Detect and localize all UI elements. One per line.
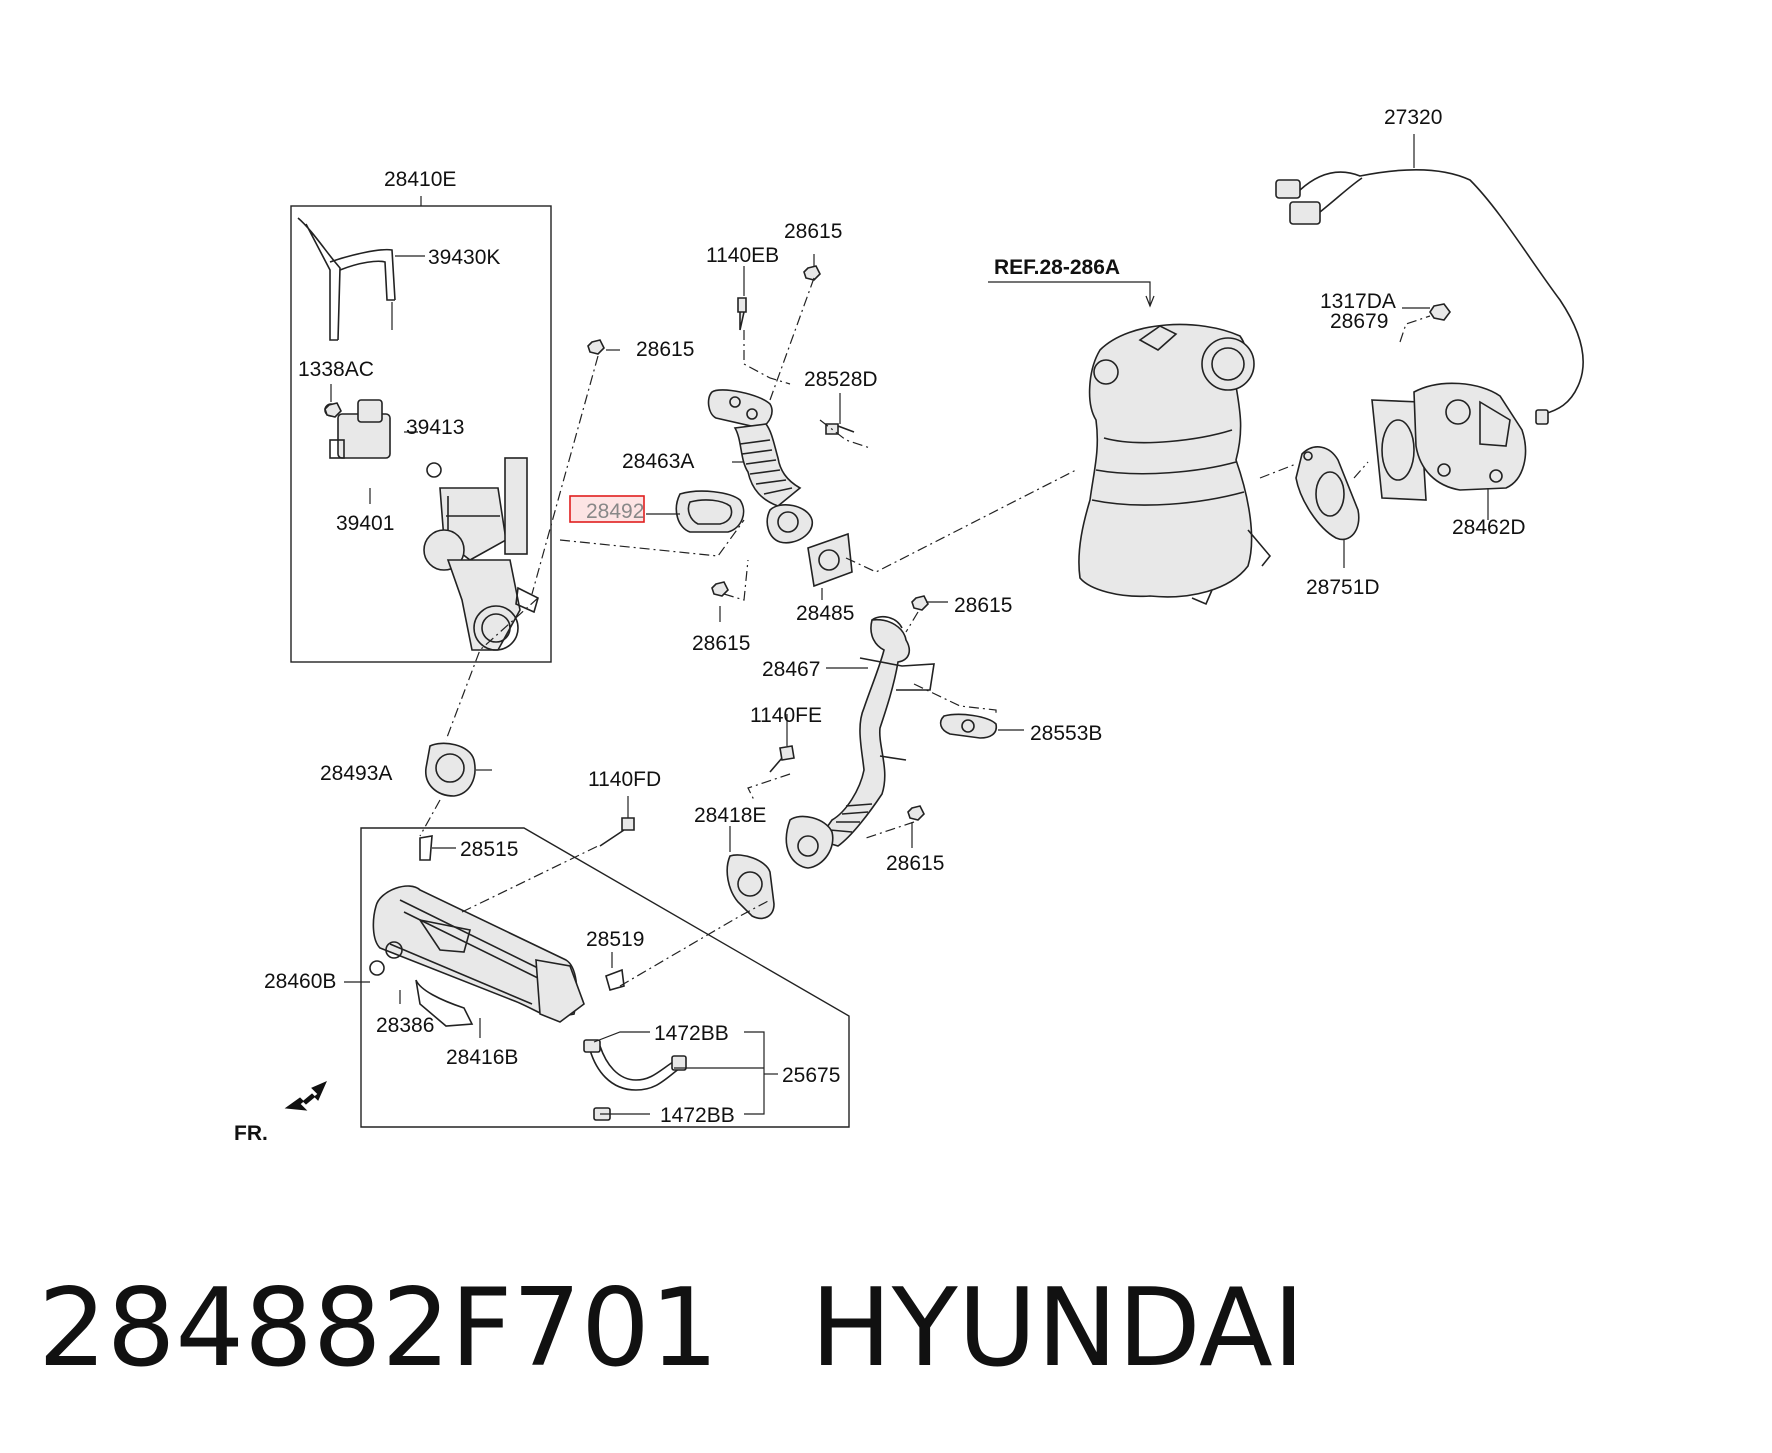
nut-1338ac bbox=[324, 402, 342, 418]
egr-cooler-28460b bbox=[369, 885, 585, 1027]
callout-39401: 39401 bbox=[336, 512, 394, 535]
stud-28515 bbox=[419, 835, 433, 861]
brand-name: HYUNDAI bbox=[810, 1266, 1305, 1391]
callout-28751d: 28751D bbox=[1306, 576, 1380, 599]
callout-28515: 28515 bbox=[460, 838, 518, 861]
egr-cooler-group-box bbox=[360, 827, 850, 1128]
nut-28615-c bbox=[711, 581, 729, 597]
nut-28615-d bbox=[911, 595, 929, 611]
callout-28528d: 28528D bbox=[804, 368, 878, 391]
bolt-1140fe bbox=[769, 745, 795, 773]
callout-1338ac: 1338AC bbox=[298, 358, 374, 381]
nut-1317da bbox=[1429, 303, 1451, 321]
callout-1140fe: 1140FE bbox=[750, 704, 822, 727]
callout-28519: 28519 bbox=[586, 928, 644, 951]
callout-28615-b: 28615 bbox=[784, 220, 842, 243]
callout-1140eb: 1140EB bbox=[706, 244, 779, 267]
catalytic-converter-ref bbox=[1078, 323, 1272, 606]
callout-28463a: 28463A bbox=[622, 450, 694, 473]
callout-28493a: 28493A bbox=[320, 762, 392, 785]
bolt-1140eb bbox=[737, 297, 747, 331]
callout-39413: 39413 bbox=[406, 416, 464, 439]
nut-28615-e bbox=[907, 805, 925, 821]
nut-28615-b bbox=[803, 265, 821, 281]
part-number: 284882F701 bbox=[38, 1266, 719, 1391]
callout-28553b: 28553B bbox=[1030, 722, 1102, 745]
stud-28519 bbox=[605, 968, 625, 991]
callout-27320: 27320 bbox=[1384, 106, 1442, 129]
sensor-27320 bbox=[1275, 168, 1584, 425]
callout-28467: 28467 bbox=[762, 658, 820, 681]
callout-1472bb-a: 1472BB bbox=[654, 1022, 729, 1045]
nut-28615-a bbox=[587, 339, 605, 355]
callout-28492-highlighted: 28492 bbox=[586, 500, 644, 523]
callout-28679: 28679 bbox=[1330, 310, 1388, 333]
callout-25675: 25675 bbox=[782, 1064, 840, 1087]
callout-28462d: 28462D bbox=[1452, 516, 1526, 539]
callout-28460b: 28460B bbox=[264, 970, 336, 993]
front-marker-label: FR. bbox=[234, 1122, 268, 1145]
actuator-28462d bbox=[1371, 382, 1527, 501]
hose-25675 bbox=[583, 1039, 687, 1121]
callout-28386: 28386 bbox=[376, 1014, 434, 1037]
callout-28485: 28485 bbox=[796, 602, 854, 625]
gasket-28418e bbox=[726, 854, 775, 920]
gasket-28553b bbox=[939, 713, 998, 739]
callout-28418e: 28418E bbox=[694, 804, 766, 827]
highlight-box-28492 bbox=[569, 495, 645, 523]
front-arrow-icon bbox=[284, 1081, 327, 1111]
callout-28416b: 28416B bbox=[446, 1046, 518, 1069]
gasket-28485 bbox=[807, 532, 853, 588]
callout-28615-d: 28615 bbox=[954, 594, 1012, 617]
gasket-28493a bbox=[425, 742, 476, 797]
egr-pipe-28463a bbox=[707, 389, 813, 544]
bolt-1140fd bbox=[599, 817, 635, 847]
gasket-28492 bbox=[675, 490, 745, 533]
callout-1140fd: 1140FD bbox=[588, 768, 661, 791]
callout-1317da: 1317DA bbox=[1320, 290, 1396, 313]
fasteners bbox=[324, 265, 1451, 991]
ref-callout-28-286a: REF.28-286A bbox=[994, 256, 1120, 279]
callout-28615-c: 28615 bbox=[692, 632, 750, 655]
egr-valve-assembly bbox=[297, 217, 539, 651]
bolt-28528d bbox=[825, 423, 855, 435]
gasket-28751d bbox=[1295, 446, 1360, 541]
egr-pipe-28467 bbox=[785, 615, 935, 869]
callout-28615-e: 28615 bbox=[886, 852, 944, 875]
callout-28615-a: 28615 bbox=[636, 338, 694, 361]
callout-39430k: 39430K bbox=[428, 246, 500, 269]
callout-28410e: 28410E bbox=[384, 168, 456, 191]
leader-lines bbox=[330, 134, 1489, 1115]
callout-1472bb-b: 1472BB bbox=[660, 1104, 735, 1127]
